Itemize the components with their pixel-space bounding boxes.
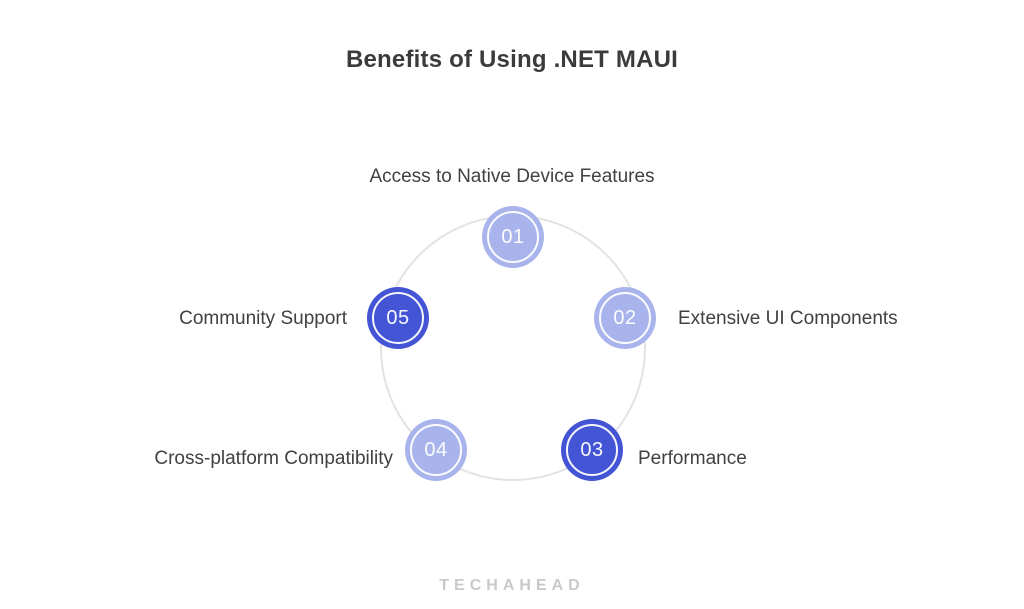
step-label-extensive-ui-components: Extensive UI Components [678,308,898,329]
step-node-02: 02 [594,287,656,349]
step-node-03: 03 [561,419,623,481]
step-label-community-support: Community Support [179,308,347,329]
page-title: Benefits of Using .NET MAUI [345,46,679,73]
step-number-02: 02 [613,306,637,329]
techahead-logo: TECHAHEAD [439,577,585,594]
step-label-access-native-device-features: Access to Native Device Features [369,166,655,187]
step-number-03: 03 [580,438,604,461]
step-node-01: 01 [482,206,544,268]
step-number-05: 05 [386,306,410,329]
step-number-04: 04 [424,438,448,461]
step-label-performance: Performance [638,448,747,469]
step-label-cross-platform-compatibility: Cross-platform Compatibility [154,448,393,469]
step-node-05: 05 [367,287,429,349]
step-number-01: 01 [501,225,525,248]
step-node-04: 04 [405,419,467,481]
